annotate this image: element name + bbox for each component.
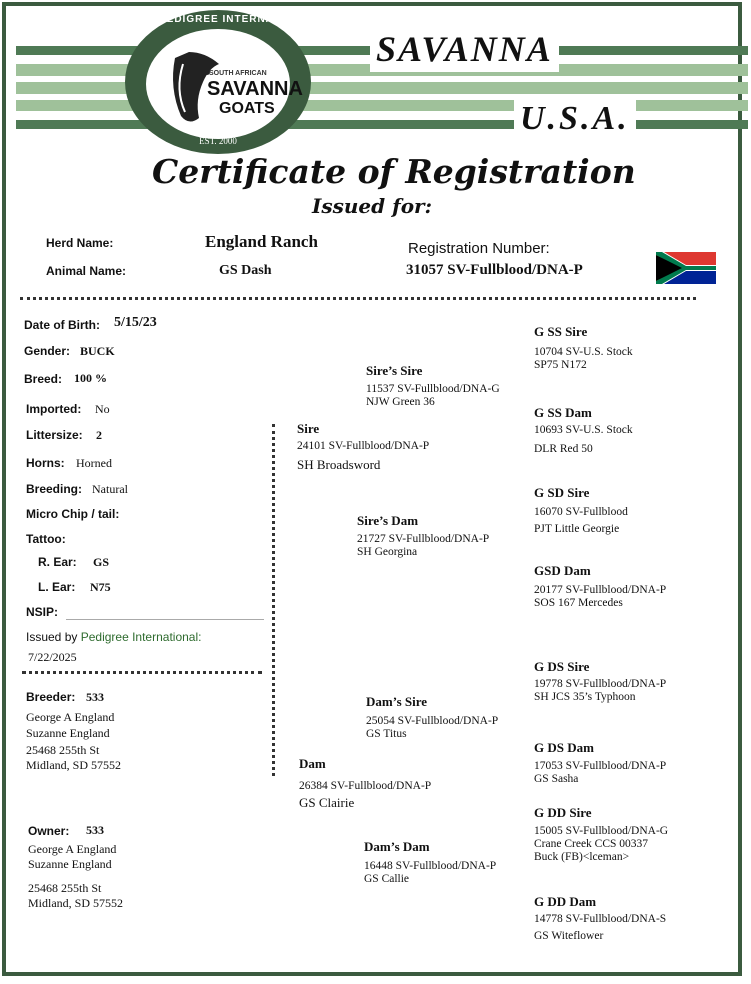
pedigree-dams-dam: Dam’s Dam 16448 SV-Fullblood/DNA-P GS Ca… xyxy=(364,839,497,885)
page-title: Certificate of Registration xyxy=(152,152,636,191)
breed-value: 100 % xyxy=(74,371,107,385)
certificate-border xyxy=(2,2,742,976)
pedigree-dams-sire: Dam’s Sire 25054 SV-Fullblood/DNA-P GS T… xyxy=(366,694,499,740)
gender-label: Gender: xyxy=(24,344,71,358)
littersize-value: 2 xyxy=(96,428,102,442)
pedigree-g-dd-dam: G DD Dam 14778 SV-Fullblood/DNA-S GS Wit… xyxy=(534,894,667,942)
breeder-line: 25468 255th St xyxy=(26,743,100,757)
registration-number-label: Registration Number: xyxy=(408,240,550,257)
pedigree-divider xyxy=(272,424,275,776)
microchip-label: Micro Chip / tail: xyxy=(26,507,120,521)
dob-value: 5/15/23 xyxy=(114,315,157,330)
breed-label: Breed: xyxy=(24,372,63,386)
right-ear-value: GS xyxy=(93,555,110,569)
breeder-line: Midland, SD 57552 xyxy=(26,758,122,772)
owner-label: Owner: xyxy=(28,824,70,838)
pedigree-g-ds-dam: G DS Dam 17053 SV-Fullblood/DNA-P GS Sas… xyxy=(534,740,667,785)
issuer-name: Pedigree International: xyxy=(80,630,202,644)
owner-line: George A England xyxy=(28,842,117,856)
divider xyxy=(22,671,262,674)
pedigree-dam: Dam 26384 SV-Fullblood/DNA-P GS Clairie xyxy=(299,756,432,810)
logo-est-text: EST. 2000 xyxy=(199,136,237,146)
breeder-line: Suzanne England xyxy=(26,726,110,740)
issued-by-label: Issued by Pedigree International: xyxy=(26,630,202,644)
association-logo: PEDIGREE INTERNATIONAL SOUTH AFRICAN SAV… xyxy=(123,8,317,156)
header-band xyxy=(16,100,748,111)
page-subtitle: Issued for: xyxy=(312,194,432,218)
registration-number-value: 31057 SV-Fullblood/DNA-P xyxy=(406,262,583,278)
logo-top-text: PEDIGREE INTERNATIONAL xyxy=(159,14,317,25)
breeder-number: 533 xyxy=(86,690,104,704)
goat-head-icon xyxy=(125,10,311,154)
logo-savanna-text: SAVANNA xyxy=(207,78,303,100)
horns-value: Horned xyxy=(76,456,112,470)
pedigree-g-ss-sire: G SS Sire 10704 SV-U.S. Stock SP75 N172 xyxy=(534,324,633,371)
owner-number: 533 xyxy=(86,823,104,837)
pedigree-sires-dam: Sire’s Dam 21727 SV-Fullblood/DNA-P SH G… xyxy=(357,513,490,558)
logo-sub-text: SOUTH AFRICAN xyxy=(209,70,267,77)
pedigree-g-dd-sire: G DD Sire 15005 SV-Fullblood/DNA-G Crane… xyxy=(534,805,669,863)
dob-label: Date of Birth: xyxy=(24,318,100,332)
header-band xyxy=(16,120,748,129)
pedigree-sire: Sire 24101 SV-Fullblood/DNA-P SH Broadsw… xyxy=(297,421,430,472)
owner-line: 25468 255th St xyxy=(28,881,102,895)
breeding-value: Natural xyxy=(92,482,128,496)
breeder-label: Breeder: xyxy=(26,690,76,704)
issued-date: 7/22/2025 xyxy=(28,650,77,664)
nsip-label: NSIP: xyxy=(26,605,59,619)
pedigree-g-sd-dam: GSD Dam 20177 SV-Fullblood/DNA-P SOS 167… xyxy=(534,563,667,609)
imported-value: No xyxy=(95,402,110,416)
pedigree-g-ds-sire: G DS Sire 19778 SV-Fullblood/DNA-P SH JC… xyxy=(534,659,667,703)
left-ear-label: L. Ear: xyxy=(38,580,76,594)
south-africa-flag-icon xyxy=(656,252,716,284)
herd-name-label: Herd Name: xyxy=(46,236,114,250)
pedigree-g-sd-sire: G SD Sire 16070 SV-Fullblood PJT Little … xyxy=(534,485,628,535)
pedigree-sires-sire: Sire’s Sire 11537 SV-Fullblood/DNA-G NJW… xyxy=(366,363,500,408)
horns-label: Horns: xyxy=(26,456,65,470)
pedigree-g-ss-dam: G SS Dam 10693 SV-U.S. Stock DLR Red 50 xyxy=(534,405,633,455)
herd-name-value: England Ranch xyxy=(205,232,318,251)
breeding-label: Breeding: xyxy=(26,482,83,496)
nsip-line xyxy=(66,619,264,620)
breeder-line: George A England xyxy=(26,710,115,724)
owner-line: Suzanne England xyxy=(28,857,112,871)
tattoo-label: Tattoo: xyxy=(26,532,66,546)
owner-line: Midland, SD 57552 xyxy=(28,896,124,910)
brand-savanna: SAVANNA xyxy=(370,26,559,72)
imported-label: Imported: xyxy=(26,402,82,416)
logo-goats-text: GOATS xyxy=(219,100,275,117)
brand-usa: U.S.A. xyxy=(514,100,636,138)
littersize-label: Littersize: xyxy=(26,428,83,442)
animal-name-label: Animal Name: xyxy=(46,264,127,278)
right-ear-label: R. Ear: xyxy=(38,555,77,569)
animal-name-value: GS Dash xyxy=(219,263,272,278)
left-ear-value: N75 xyxy=(90,580,111,594)
divider xyxy=(20,297,696,300)
gender-value: BUCK xyxy=(80,344,115,358)
